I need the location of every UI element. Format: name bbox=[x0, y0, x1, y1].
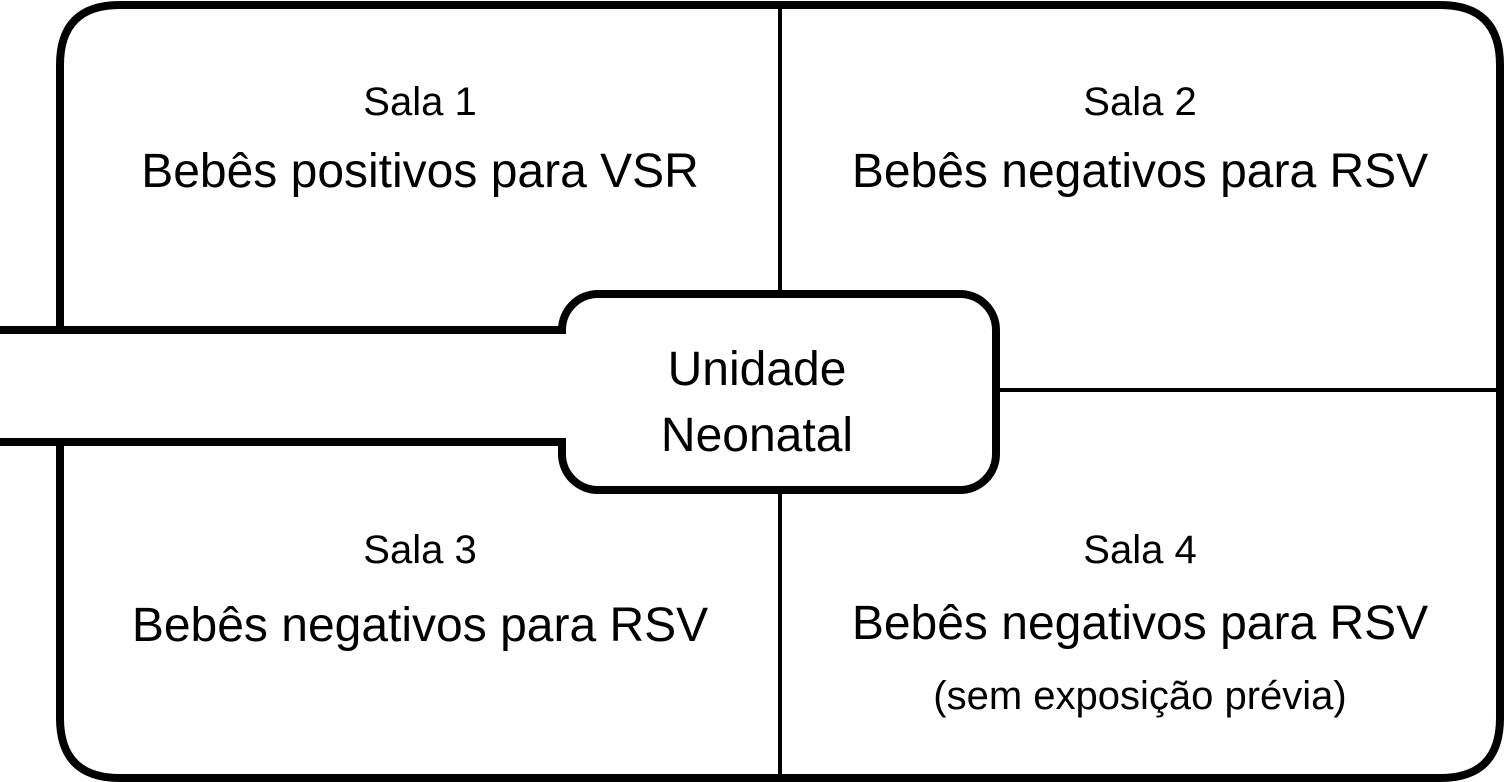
room-2-name: Sala 2 bbox=[1083, 80, 1197, 124]
room-3-name: Sala 3 bbox=[363, 528, 477, 572]
room-2-description: Bebês negativos para RSV bbox=[851, 145, 1429, 198]
room-1-name: Sala 1 bbox=[363, 80, 477, 124]
corridor-opening bbox=[555, 334, 571, 438]
room-4-description: Bebês negativos para RSV bbox=[851, 597, 1429, 650]
neonatal-unit-line-1: Unidade bbox=[667, 343, 847, 396]
room-4-name: Sala 4 bbox=[1083, 528, 1197, 572]
room-3-description: Bebês negativos para RSV bbox=[131, 599, 709, 652]
room-4-note: (sem exposição prévia) bbox=[933, 674, 1347, 718]
room-1-description: Bebês positivos para VSR bbox=[141, 145, 699, 198]
neonatal-unit-line-2: Neonatal bbox=[660, 409, 854, 462]
